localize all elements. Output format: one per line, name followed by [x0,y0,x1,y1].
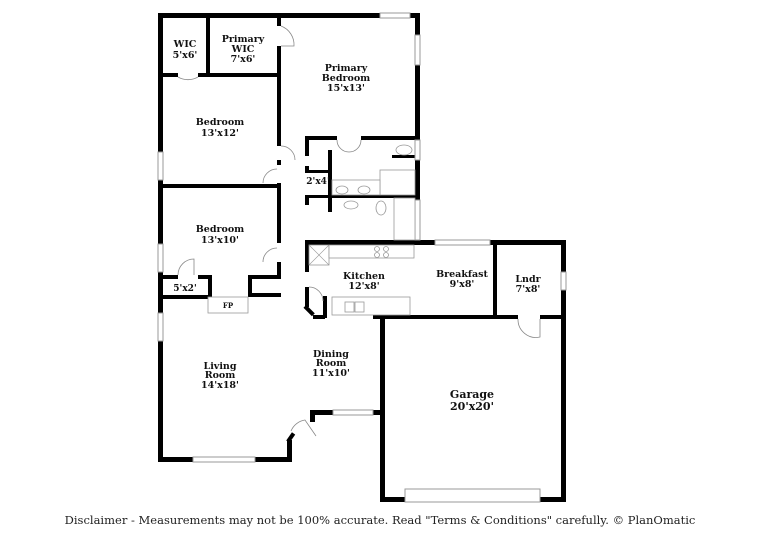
bedroom2-size: 13'x10' [201,235,239,246]
kitchen-size: 12'x8' [348,281,379,292]
counter-sink [331,296,411,316]
counter-stove [328,244,415,259]
closet-hall-size: 2'x4' [306,177,329,187]
breakfast-label: Breakfast [436,269,488,280]
laundry-label: Lndr [515,274,541,285]
disclaimer-text: Disclaimer - Measurements may not be 100… [64,513,696,527]
shower [379,169,416,196]
fireplace [207,296,249,314]
fixtures [207,144,416,316]
kitchen-label: Kitchen [343,271,385,282]
bedroom2-label: Bedroom [196,224,244,235]
bedroom1-label: Bedroom [196,117,244,128]
room-labels: WIC 5'x6' Primary WIC 7'x6' Primary Bedr… [173,34,542,413]
wic-size: 5'x6' [173,50,198,61]
primary-bedroom-label-2: Bedroom [322,73,370,84]
dining-room-label-2: Room [316,358,347,369]
primary-bedroom-label-1: Primary [325,63,368,74]
living-room-label-1: Living [204,361,237,372]
windows [157,12,567,503]
toilet [395,144,413,156]
primary-wic-size: 7'x6' [231,54,256,65]
primary-bedroom-size: 15'x13' [327,83,365,94]
living-room-label-2: Room [205,370,236,381]
laundry-size: 7'x8' [516,284,541,295]
dining-room-label-1: Dining [313,349,349,360]
bathtub [393,197,416,241]
garage-door [404,488,541,503]
closet-size: 5'x2' [173,284,196,294]
garage-size: 20'x20' [450,400,494,413]
wic-label: WIC [173,39,197,50]
primary-wic-label-2: WIC [231,44,255,55]
fireplace-label: FP [223,301,234,310]
primary-wic-label-1: Primary [222,34,265,45]
garage-label: Garage [450,388,494,401]
breakfast-size: 9'x8' [450,279,475,290]
living-room-size: 14'x18' [201,380,239,391]
dining-room-size: 11'x10' [312,368,350,379]
doors [177,25,541,437]
bedroom1-size: 13'x12' [201,128,239,139]
